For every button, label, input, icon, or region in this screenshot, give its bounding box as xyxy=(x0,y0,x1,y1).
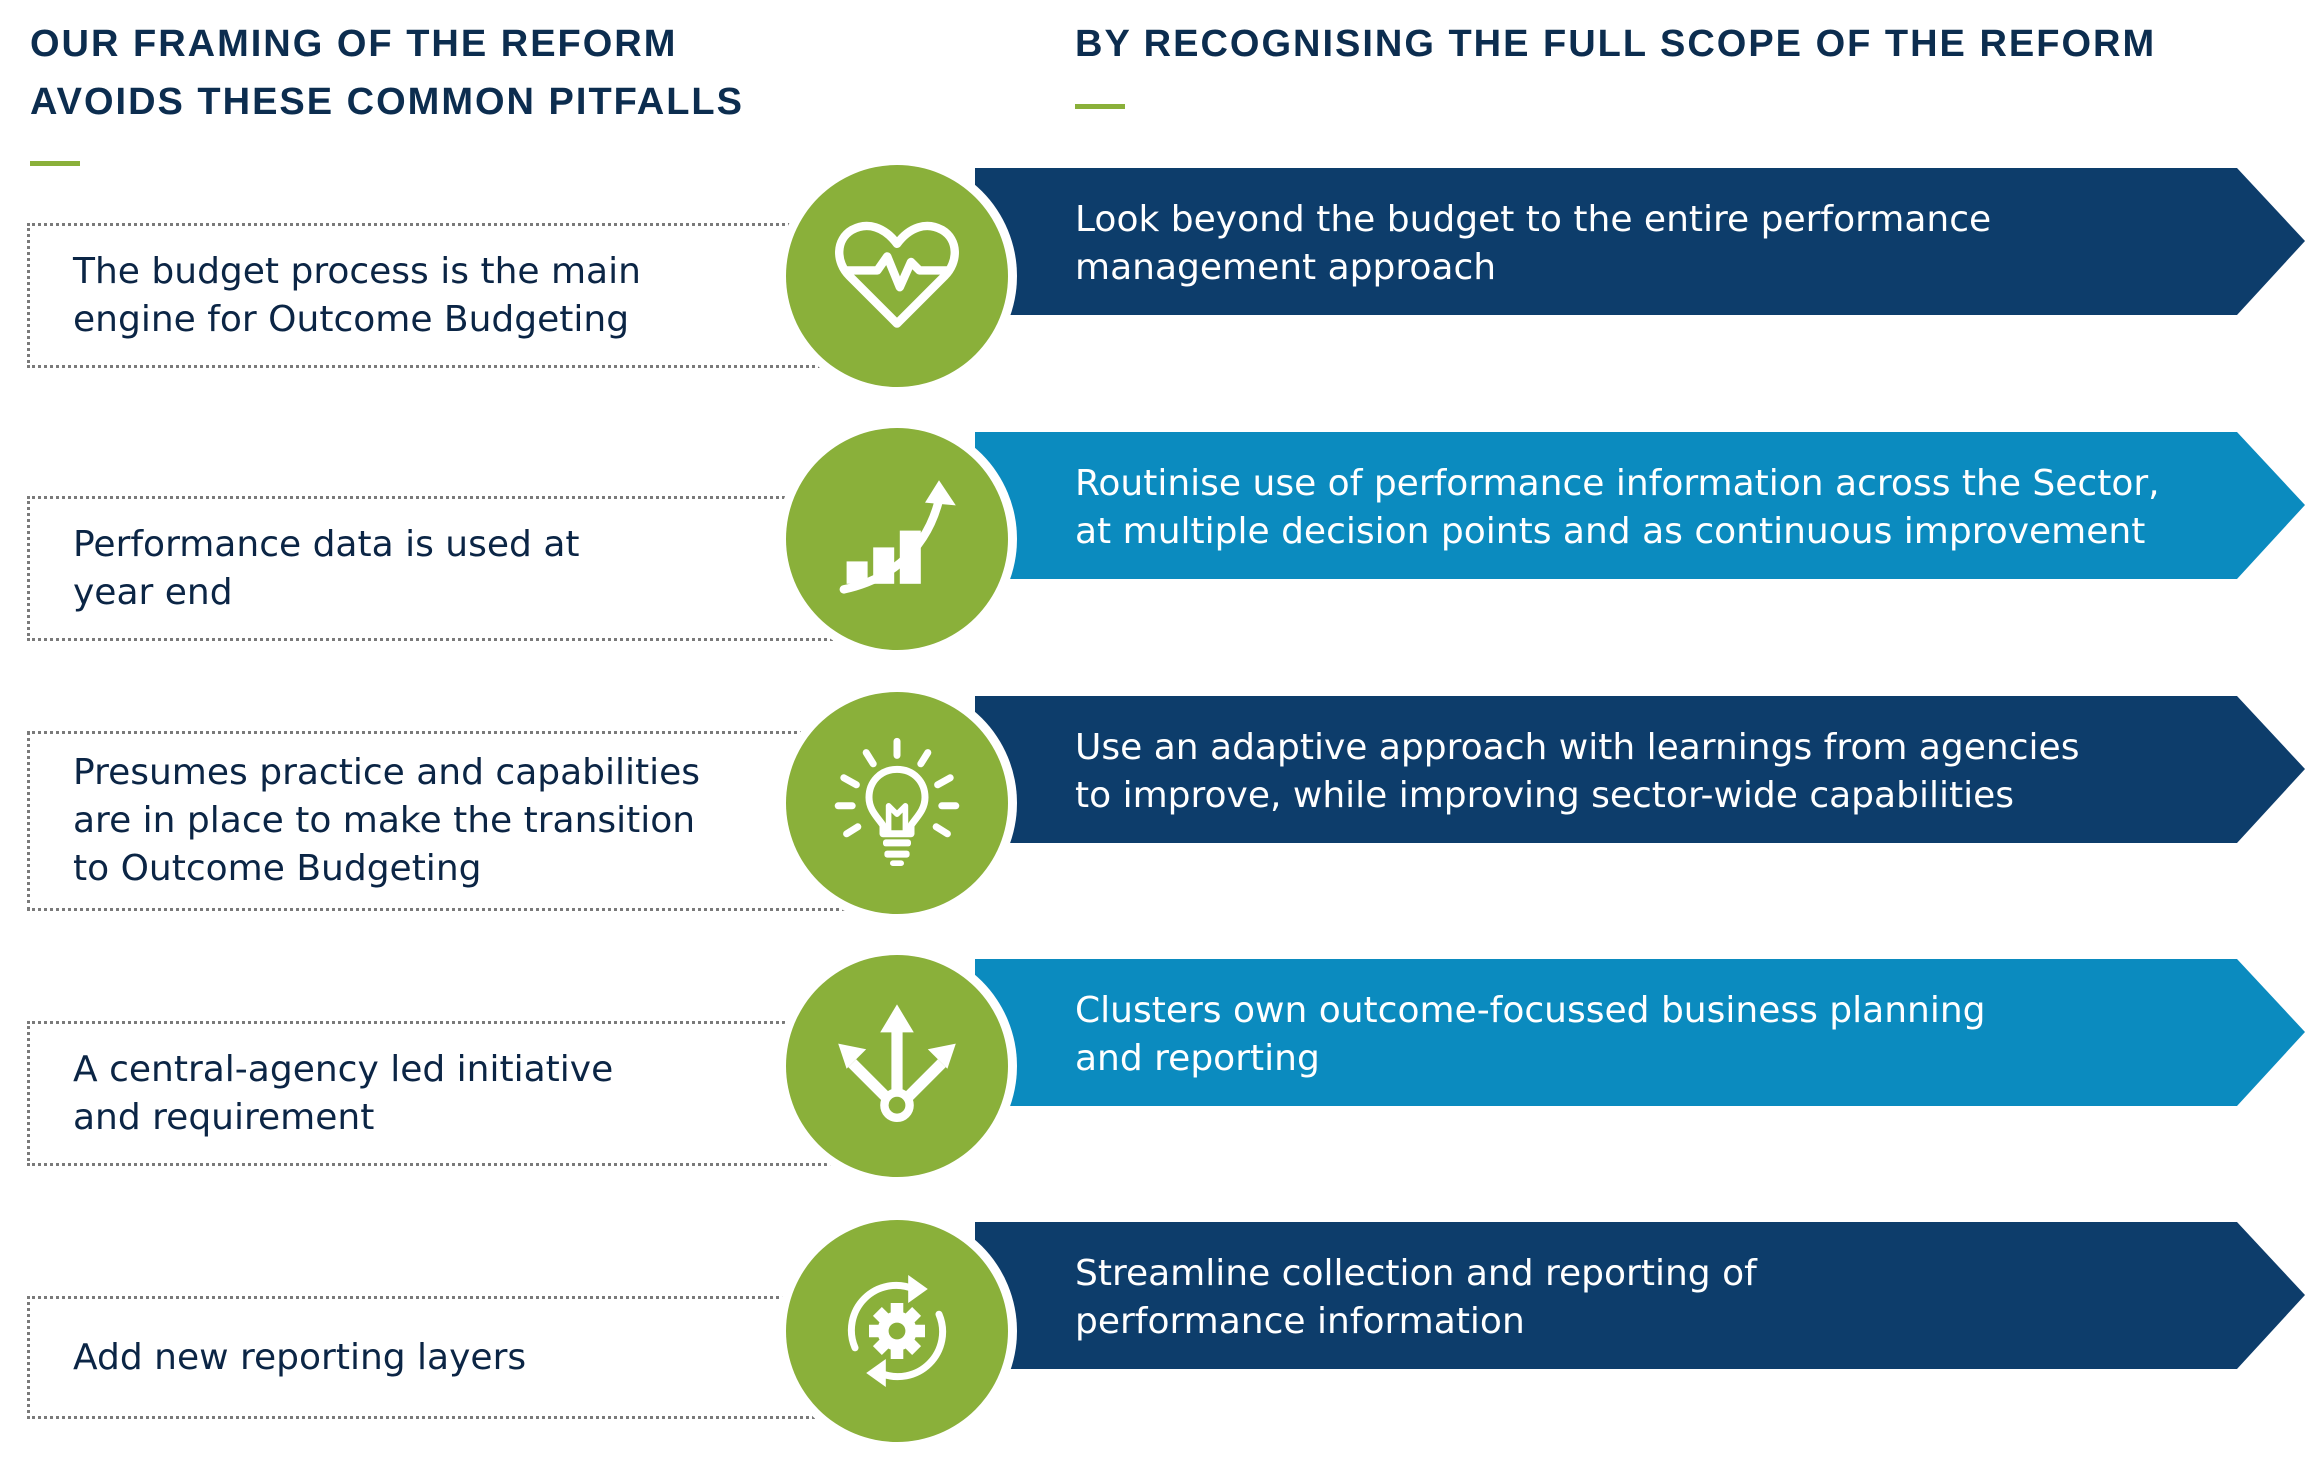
scope-text-2: Routinise use of performance information… xyxy=(1075,460,2160,556)
left-heading-line-1: OUR FRAMING OF THE REFORM xyxy=(30,23,678,65)
pitfall-text-5: Add new reporting layers xyxy=(73,1334,526,1382)
pitfall-3-line-1: Presumes practice and capabilities xyxy=(73,752,701,793)
scope-arrow-3 xyxy=(975,696,2305,843)
scope-arrow-1 xyxy=(975,168,2305,315)
scope-text-3: Use an adaptive approach with learnings … xyxy=(1075,724,2079,820)
split-arrows-icon xyxy=(838,1004,956,1122)
scope-1-line-2: management approach xyxy=(1075,247,1497,288)
scope-text-1: Look beyond the budget to the entire per… xyxy=(1075,196,1991,292)
pitfall-3-line-2: are in place to make the transition xyxy=(73,800,696,841)
scope-2-line-1: Routinise use of performance information… xyxy=(1075,463,2160,504)
pitfall-box-3: Presumes practice and capabilities are i… xyxy=(27,731,869,911)
pitfall-1-line-2: engine for Outcome Budgeting xyxy=(73,298,630,340)
scope-3-line-1: Use an adaptive approach with learnings … xyxy=(1075,727,2080,768)
pitfall-box-2: Performance data is used at year end xyxy=(27,496,839,641)
row-4-badge xyxy=(777,946,1017,1186)
pitfall-text-3: Presumes practice and capabilities are i… xyxy=(73,749,700,893)
left-heading-accent xyxy=(30,161,80,166)
pitfall-box-1: The budget process is the main engine fo… xyxy=(27,223,839,368)
pitfall-text-4: A central-agency led initiative and requ… xyxy=(73,1046,613,1142)
pitfall-box-4: A central-agency led initiative and requ… xyxy=(27,1021,839,1166)
pitfall-5-line-1: Add new reporting layers xyxy=(73,1336,527,1378)
pitfall-text-2: Performance data is used at year end xyxy=(73,521,580,617)
row-3-badge xyxy=(777,683,1017,923)
left-heading-line-2: AVOIDS THESE COMMON PITFALLS xyxy=(30,81,744,123)
scope-1-line-1: Look beyond the budget to the entire per… xyxy=(1075,199,1992,240)
pitfall-4-line-2: and requirement xyxy=(73,1096,375,1138)
scope-4-line-1: Clusters own outcome-focussed business p… xyxy=(1075,990,1986,1031)
scope-text-5: Streamline collection and reporting of p… xyxy=(1075,1250,1757,1346)
scope-5-line-1: Streamline collection and reporting of xyxy=(1075,1253,1757,1294)
pitfall-1-line-1: The budget process is the main xyxy=(73,250,641,292)
row-1-badge xyxy=(777,156,1017,396)
right-heading-line-1: BY RECOGNISING THE FULL SCOPE OF THE REF… xyxy=(1075,23,2157,65)
lightbulb-icon xyxy=(834,737,960,866)
scope-5-line-2: performance information xyxy=(1075,1301,1525,1342)
pitfall-text-1: The budget process is the main engine fo… xyxy=(73,248,641,344)
pitfall-2-line-2: year end xyxy=(73,571,233,613)
right-heading-accent xyxy=(1075,104,1125,109)
scope-2-line-2: at multiple decision points and as conti… xyxy=(1075,511,2146,552)
pitfall-3-line-3: to Outcome Budgeting xyxy=(73,848,482,889)
gear-cycle-icon xyxy=(847,1275,947,1387)
scope-arrow-5 xyxy=(975,1222,2305,1369)
pitfall-box-5: Add new reporting layers xyxy=(27,1296,839,1419)
row-5-badge xyxy=(777,1211,1017,1451)
right-heading: BY RECOGNISING THE FULL SCOPE OF THE REF… xyxy=(1075,15,2156,73)
pitfall-2-line-1: Performance data is used at xyxy=(73,523,580,565)
row-2-badge xyxy=(777,419,1017,659)
left-heading: OUR FRAMING OF THE REFORM AVOIDS THESE C… xyxy=(30,15,744,131)
scope-arrow-2 xyxy=(975,432,2305,579)
heart-pulse-icon xyxy=(835,221,959,328)
scope-arrow-4 xyxy=(975,959,2305,1106)
pitfall-4-line-1: A central-agency led initiative xyxy=(73,1048,614,1090)
scope-text-4: Clusters own outcome-focussed business p… xyxy=(1075,987,1986,1083)
scope-4-line-2: and reporting xyxy=(1075,1038,1320,1079)
growth-chart-icon xyxy=(839,480,956,594)
scope-3-line-2: to improve, while improving sector-wide … xyxy=(1075,775,2014,816)
